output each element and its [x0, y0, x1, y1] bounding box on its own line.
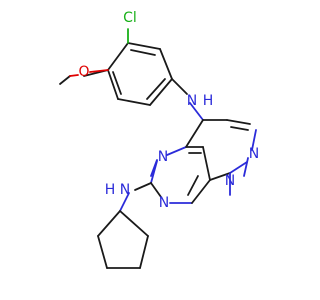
ring-bond — [107, 69, 119, 100]
pyrazole-bond — [226, 119, 251, 125]
oxygen-bond — [69, 74, 79, 77]
ring-double-bond — [146, 78, 166, 100]
ring-bond — [117, 98, 151, 106]
chlorine-atom-label: Cl — [123, 10, 137, 26]
core-bond — [150, 182, 162, 198]
core-double-bond — [187, 175, 199, 196]
fused-heterocycle-core: N N N N — [150, 119, 259, 211]
core-bond — [166, 146, 187, 156]
pyrazole-double-bond — [243, 157, 249, 177]
cyclopentyl-bond — [119, 210, 149, 237]
oxygen-ring-bond — [89, 69, 109, 73]
molecule-svg: O Cl N H — [59, 10, 259, 269]
upper-amine-linker: N H — [171, 78, 214, 121]
cyclopentyl-bond — [139, 235, 149, 269]
ring-double-bond — [112, 71, 122, 95]
core-bond — [202, 146, 211, 181]
cyclopentyl-bond — [97, 235, 108, 269]
core-amine-bond — [134, 182, 152, 191]
ring-bond — [107, 42, 129, 71]
pyrazole-bond — [251, 129, 257, 151]
oxygen-atom-label: O — [78, 64, 89, 80]
upper-amine-n: N — [187, 93, 197, 109]
methyl-oxygen-bond — [59, 75, 71, 85]
ring-bottom-n: N — [159, 195, 169, 211]
aryl-amine-bond — [171, 78, 188, 95]
lower-amine-h: H — [105, 182, 116, 198]
pyrazole-bond — [229, 161, 248, 174]
pyrazole-n-bottom: N — [225, 173, 235, 189]
ring-bond — [127, 42, 161, 50]
chlorophenyl-ring — [83, 42, 173, 106]
lower-amine-linker: N H — [105, 182, 152, 212]
chloro-group: Cl — [123, 10, 137, 44]
upper-amine-h: H — [203, 93, 214, 109]
methoxy-group: O — [59, 64, 109, 85]
cyclopentyl-bond — [97, 210, 121, 237]
core-double-bond — [150, 159, 158, 177]
molecule-diagram: O Cl N H — [59, 10, 259, 269]
ring-left-n: N — [158, 149, 168, 165]
core-bond — [191, 179, 211, 204]
cyclopentyl-ring — [97, 210, 149, 269]
amine-core-bond — [189, 102, 204, 121]
pyrazole-n-top: N — [249, 146, 259, 162]
pyrazole-bond — [209, 172, 231, 181]
ring-bond — [159, 48, 173, 80]
amine-cyclopentyl-bond — [119, 192, 130, 212]
core-bond — [185, 119, 204, 148]
ring-bond — [149, 78, 173, 106]
lower-amine-n: N — [120, 182, 130, 198]
pyrazole-double-bond — [230, 126, 249, 131]
ring-double-bond — [130, 49, 156, 56]
